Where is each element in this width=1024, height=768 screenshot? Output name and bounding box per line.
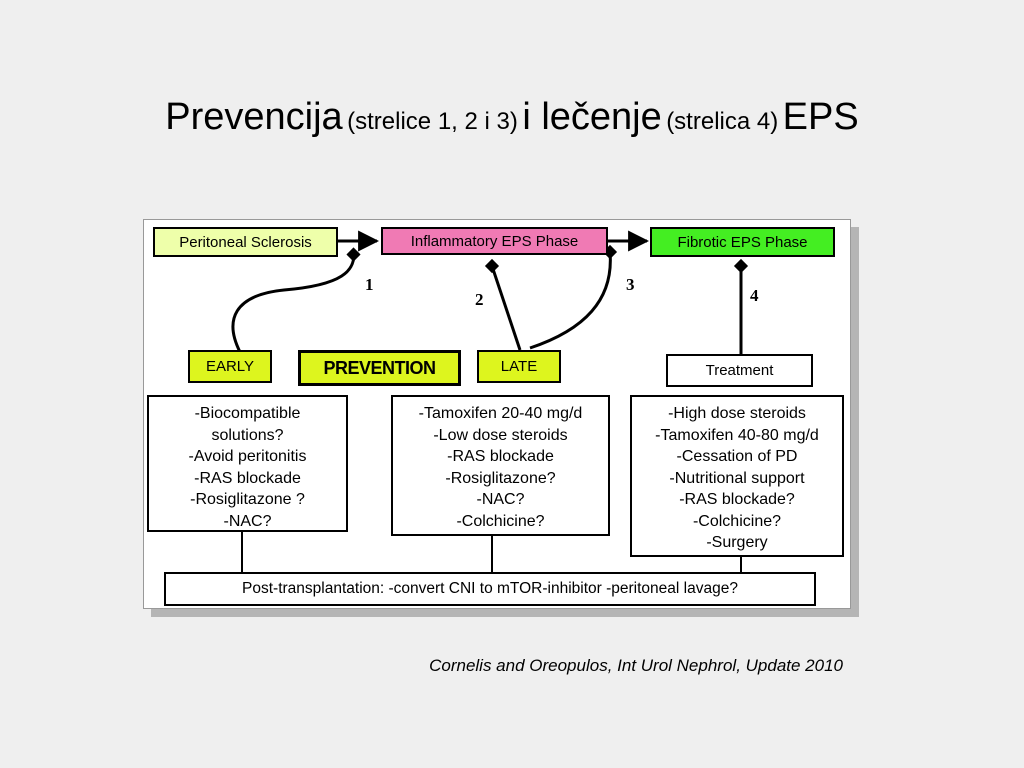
box-late: LATE — [477, 350, 561, 383]
arrow-2 — [490, 265, 522, 351]
late-item: -Tamoxifen 20-40 mg/d — [418, 405, 583, 422]
box-prevention: PREVENTION — [298, 350, 461, 386]
treatment-item: -RAS blockade? — [679, 491, 795, 508]
early-item: -Avoid peritonitis — [188, 448, 307, 465]
box-treatment-measures: -High dose steroids -Tamoxifen 40-80 mg/… — [630, 395, 844, 557]
box-treatment: Treatment — [666, 354, 813, 387]
early-item: -Biocompatible — [194, 405, 301, 422]
late-item: -Rosiglitazone? — [445, 469, 556, 487]
arrow-4-diamond — [733, 258, 749, 274]
treatment-item: -Tamoxifen 40-80 mg/d — [655, 426, 819, 444]
diagram-connectors — [231, 230, 749, 572]
title-eps: EPS — [782, 96, 859, 138]
arrow-number-3: 3 — [626, 275, 635, 294]
box-post-transplantation: Post-transplantation: -convert CNI to mT… — [164, 572, 816, 606]
early-item: -NAC? — [223, 512, 272, 530]
box-fibrotic-eps-phase: Fibrotic EPS Phase — [650, 227, 835, 257]
slide-title: Prevencija (strelice 1, 2 i 3) i lečenje… — [0, 96, 1024, 139]
late-item: -Colchicine? — [456, 512, 545, 530]
box-peritoneal-sclerosis: Peritoneal Sclerosis — [153, 227, 338, 257]
title-arrows-1-3: (strelice 1, 2 i 3) — [347, 108, 518, 135]
early-item: -RAS blockade — [194, 469, 301, 487]
late-item: -NAC? — [476, 491, 525, 508]
title-prevencija: Prevencija — [165, 96, 343, 138]
arrow-number-1: 1 — [365, 275, 374, 294]
arrow-2-diamond — [484, 258, 500, 274]
treatment-item: -Colchicine? — [692, 512, 782, 530]
citation: Cornelis and Oreopulos, Int Urol Nephrol… — [429, 656, 843, 675]
box-inflammatory-eps-phase: Inflammatory EPS Phase — [381, 227, 608, 255]
title-lecenje: i lečenje — [522, 96, 662, 138]
late-item: -Low dose steroids — [433, 426, 568, 444]
early-item: -Rosiglitazone ? — [190, 491, 305, 508]
treatment-item: -Cessation of PD — [676, 448, 798, 465]
treatment-item: -Nutritional support — [669, 469, 805, 487]
late-item: -RAS blockade — [447, 448, 554, 465]
arrow-1-diamond — [346, 247, 361, 262]
arrow-1 — [231, 253, 356, 353]
box-early: EARLY — [188, 350, 272, 383]
eps-diagram: Peritoneal Sclerosis Inflammatory EPS Ph… — [143, 219, 851, 609]
box-late-measures: -Tamoxifen 20-40 mg/d -Low dose steroids… — [391, 395, 610, 536]
arrow-3 — [529, 251, 612, 350]
title-arrow-4: (strelica 4) — [666, 108, 779, 135]
arrow-number-2: 2 — [475, 290, 484, 309]
arrow-number-4: 4 — [750, 286, 759, 305]
treatment-item: -Surgery — [706, 534, 768, 551]
early-item: solutions? — [211, 426, 284, 444]
treatment-item: -High dose steroids — [668, 405, 806, 422]
box-early-measures: -Biocompatible solutions? -Avoid periton… — [147, 395, 348, 532]
